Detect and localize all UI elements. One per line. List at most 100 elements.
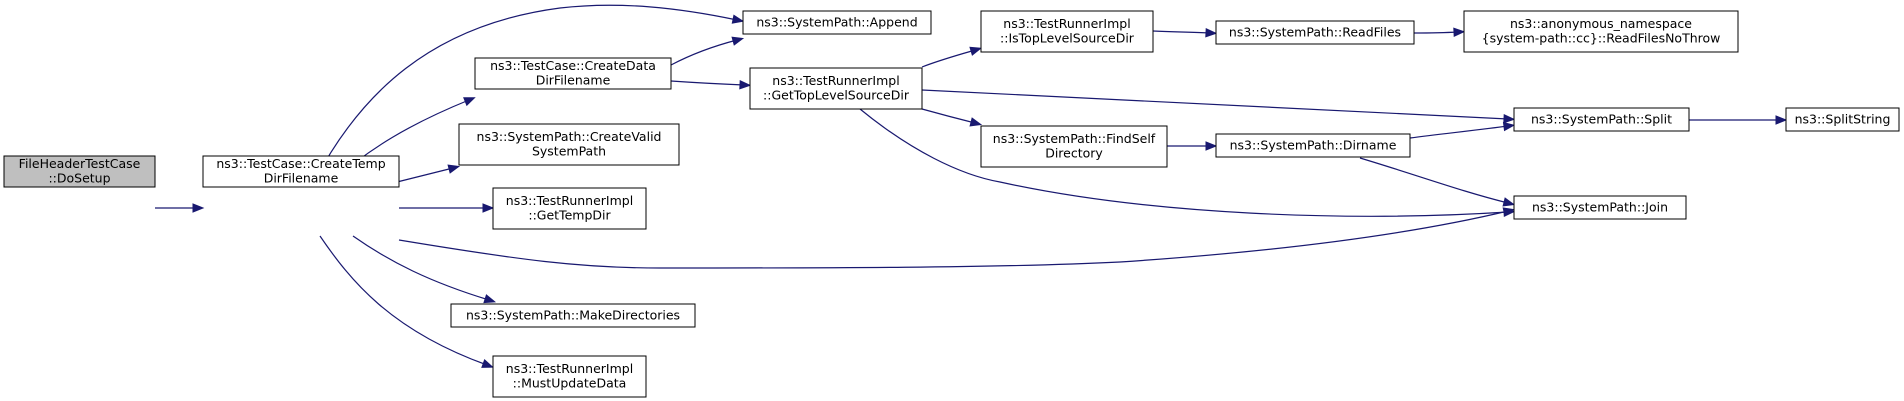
node-label-line: {system-path::cc}::ReadFilesNoThrow bbox=[1482, 31, 1721, 46]
node-box bbox=[980, 10, 1154, 53]
edge-dosetup-to-createtemp bbox=[155, 203, 205, 213]
node-join[interactable]: ns3::SystemPath::Join bbox=[1513, 195, 1687, 220]
edge-readfiles-to-readfilesnothrow bbox=[1413, 27, 1466, 37]
arrow-head-icon bbox=[1502, 121, 1516, 132]
node-label-line: ns3::TestCase::CreateData bbox=[490, 58, 656, 73]
node-label-line: FileHeaderTestCase bbox=[19, 156, 141, 171]
node-label-line: DirFilename bbox=[264, 171, 339, 186]
node-label-line: ns3::TestCase::CreateTemp bbox=[216, 156, 385, 171]
node-box bbox=[450, 303, 696, 328]
node-box bbox=[202, 155, 400, 188]
edge-createtemp-to-gettempdir bbox=[399, 203, 495, 213]
arrow-head-icon bbox=[447, 164, 461, 174]
edge-createdata-to-gettoplevel bbox=[670, 80, 752, 90]
node-append[interactable]: ns3::SystemPath::Append bbox=[742, 10, 932, 35]
edge-createtemp-to-append bbox=[314, 4, 745, 181]
node-box bbox=[458, 123, 680, 166]
edge-istoplevel-to-readfiles bbox=[1152, 28, 1218, 38]
edge-gettoplevel-to-join bbox=[859, 108, 1516, 217]
arrow-head-icon bbox=[731, 14, 745, 24]
node-label-line: DirFilename bbox=[536, 73, 611, 88]
node-label-line: ns3::TestRunnerImpl bbox=[506, 361, 633, 376]
node-mustupdate[interactable]: ns3::TestRunnerImpl::MustUpdateData bbox=[492, 355, 647, 398]
arrow-head-icon bbox=[481, 359, 494, 368]
arrow-head-icon bbox=[1205, 28, 1218, 38]
node-label-line: ns3::SystemPath::Split bbox=[1531, 111, 1672, 126]
edge-gettoplevel-to-split bbox=[921, 89, 1516, 124]
node-label-line: ns3::SplitString bbox=[1795, 111, 1891, 126]
node-label-line: ns3::SystemPath::FindSelf bbox=[993, 131, 1156, 146]
edge-createtemp-to-makedirs bbox=[352, 235, 496, 304]
node-label-line: ns3::SystemPath::Join bbox=[1532, 199, 1668, 214]
arrow-head-icon bbox=[969, 117, 983, 127]
edge-line bbox=[670, 80, 745, 86]
node-box bbox=[474, 57, 672, 90]
node-splitstring[interactable]: ns3::SplitString bbox=[1785, 107, 1900, 132]
call-nodes: FileHeaderTestCase::DoSetup ns3::TestCase… bbox=[3, 10, 1900, 398]
edge-line bbox=[859, 108, 1509, 217]
node-gettempdir[interactable]: ns3::TestRunnerImpl::GetTempDir bbox=[492, 187, 647, 230]
node-label-line: SystemPath bbox=[532, 144, 606, 159]
node-label-line: ns3::TestRunnerImpl bbox=[772, 73, 899, 88]
edge-line bbox=[314, 4, 738, 181]
edge-line bbox=[921, 89, 1509, 120]
node-box bbox=[1513, 107, 1690, 132]
node-box bbox=[742, 10, 932, 35]
arrow-head-icon bbox=[1453, 27, 1466, 37]
edge-createdata-to-append bbox=[670, 36, 745, 66]
node-label-line: ::DoSetup bbox=[48, 171, 110, 186]
edge-dirname-to-split bbox=[1409, 121, 1516, 139]
node-label-line: ns3::SystemPath::Dirname bbox=[1230, 137, 1397, 152]
node-label-line: ns3::SystemPath::ReadFiles bbox=[1229, 24, 1401, 39]
node-label-line: ::GetTempDir bbox=[528, 208, 611, 223]
arrow-head-icon bbox=[731, 36, 745, 46]
arrow-head-icon bbox=[1205, 141, 1218, 151]
node-label-line: ns3::anonymous_namespace bbox=[1510, 16, 1692, 31]
edge-line bbox=[352, 235, 490, 301]
arrow-head-icon bbox=[463, 97, 476, 107]
node-dosetup[interactable]: FileHeaderTestCase::DoSetup bbox=[3, 155, 156, 188]
edge-line bbox=[921, 108, 976, 124]
edge-split-to-splitstring bbox=[1689, 115, 1788, 125]
node-label-line: ::IsTopLevelSourceDir bbox=[1000, 31, 1135, 46]
node-dirname[interactable]: ns3::SystemPath::Dirname bbox=[1215, 133, 1411, 158]
node-box bbox=[1513, 195, 1687, 220]
node-box bbox=[1785, 107, 1900, 132]
node-box bbox=[980, 125, 1168, 168]
call-edges bbox=[155, 4, 1788, 368]
edge-gettoplevel-to-istoplevel bbox=[921, 46, 983, 68]
node-box bbox=[1215, 20, 1415, 45]
arrow-head-icon bbox=[739, 80, 752, 90]
node-label-line: ns3::TestRunnerImpl bbox=[506, 193, 633, 208]
arrow-head-icon bbox=[483, 294, 496, 304]
edge-line bbox=[1413, 31, 1459, 34]
edge-dirname-to-join bbox=[1359, 157, 1516, 207]
node-box bbox=[749, 67, 923, 110]
node-readfiles[interactable]: ns3::SystemPath::ReadFiles bbox=[1215, 20, 1415, 45]
node-label-line: ns3::TestRunnerImpl bbox=[1003, 16, 1130, 31]
arrow-head-icon bbox=[482, 203, 495, 213]
arrow-head-icon bbox=[1775, 115, 1788, 125]
edge-createtemp-to-mustupdate bbox=[319, 235, 494, 368]
edge-line bbox=[1359, 157, 1509, 204]
arrow-head-icon bbox=[1502, 197, 1516, 207]
node-makedirs[interactable]: ns3::SystemPath::MakeDirectories bbox=[450, 303, 696, 328]
edge-gettoplevel-to-findself bbox=[921, 108, 983, 127]
edge-line bbox=[670, 39, 738, 66]
arrow-head-icon bbox=[1503, 114, 1516, 124]
node-box bbox=[492, 187, 647, 230]
arrow-head-icon bbox=[1503, 207, 1516, 217]
edge-findself-to-dirname bbox=[1167, 141, 1218, 151]
node-readfilesnothrow[interactable]: ns3::anonymous_namespace{system-path::cc… bbox=[1463, 10, 1739, 53]
node-gettoplevel[interactable]: ns3::TestRunnerImpl::GetTopLevelSourceDi… bbox=[749, 67, 923, 110]
node-label-line: ::GetTopLevelSourceDir bbox=[763, 88, 910, 103]
node-label-line: Directory bbox=[1045, 146, 1103, 161]
arrow-head-icon bbox=[192, 203, 205, 213]
node-split[interactable]: ns3::SystemPath::Split bbox=[1513, 107, 1690, 132]
node-istoplevel[interactable]: ns3::TestRunnerImpl::IsTopLevelSourceDir bbox=[980, 10, 1154, 53]
edge-line bbox=[921, 49, 976, 68]
